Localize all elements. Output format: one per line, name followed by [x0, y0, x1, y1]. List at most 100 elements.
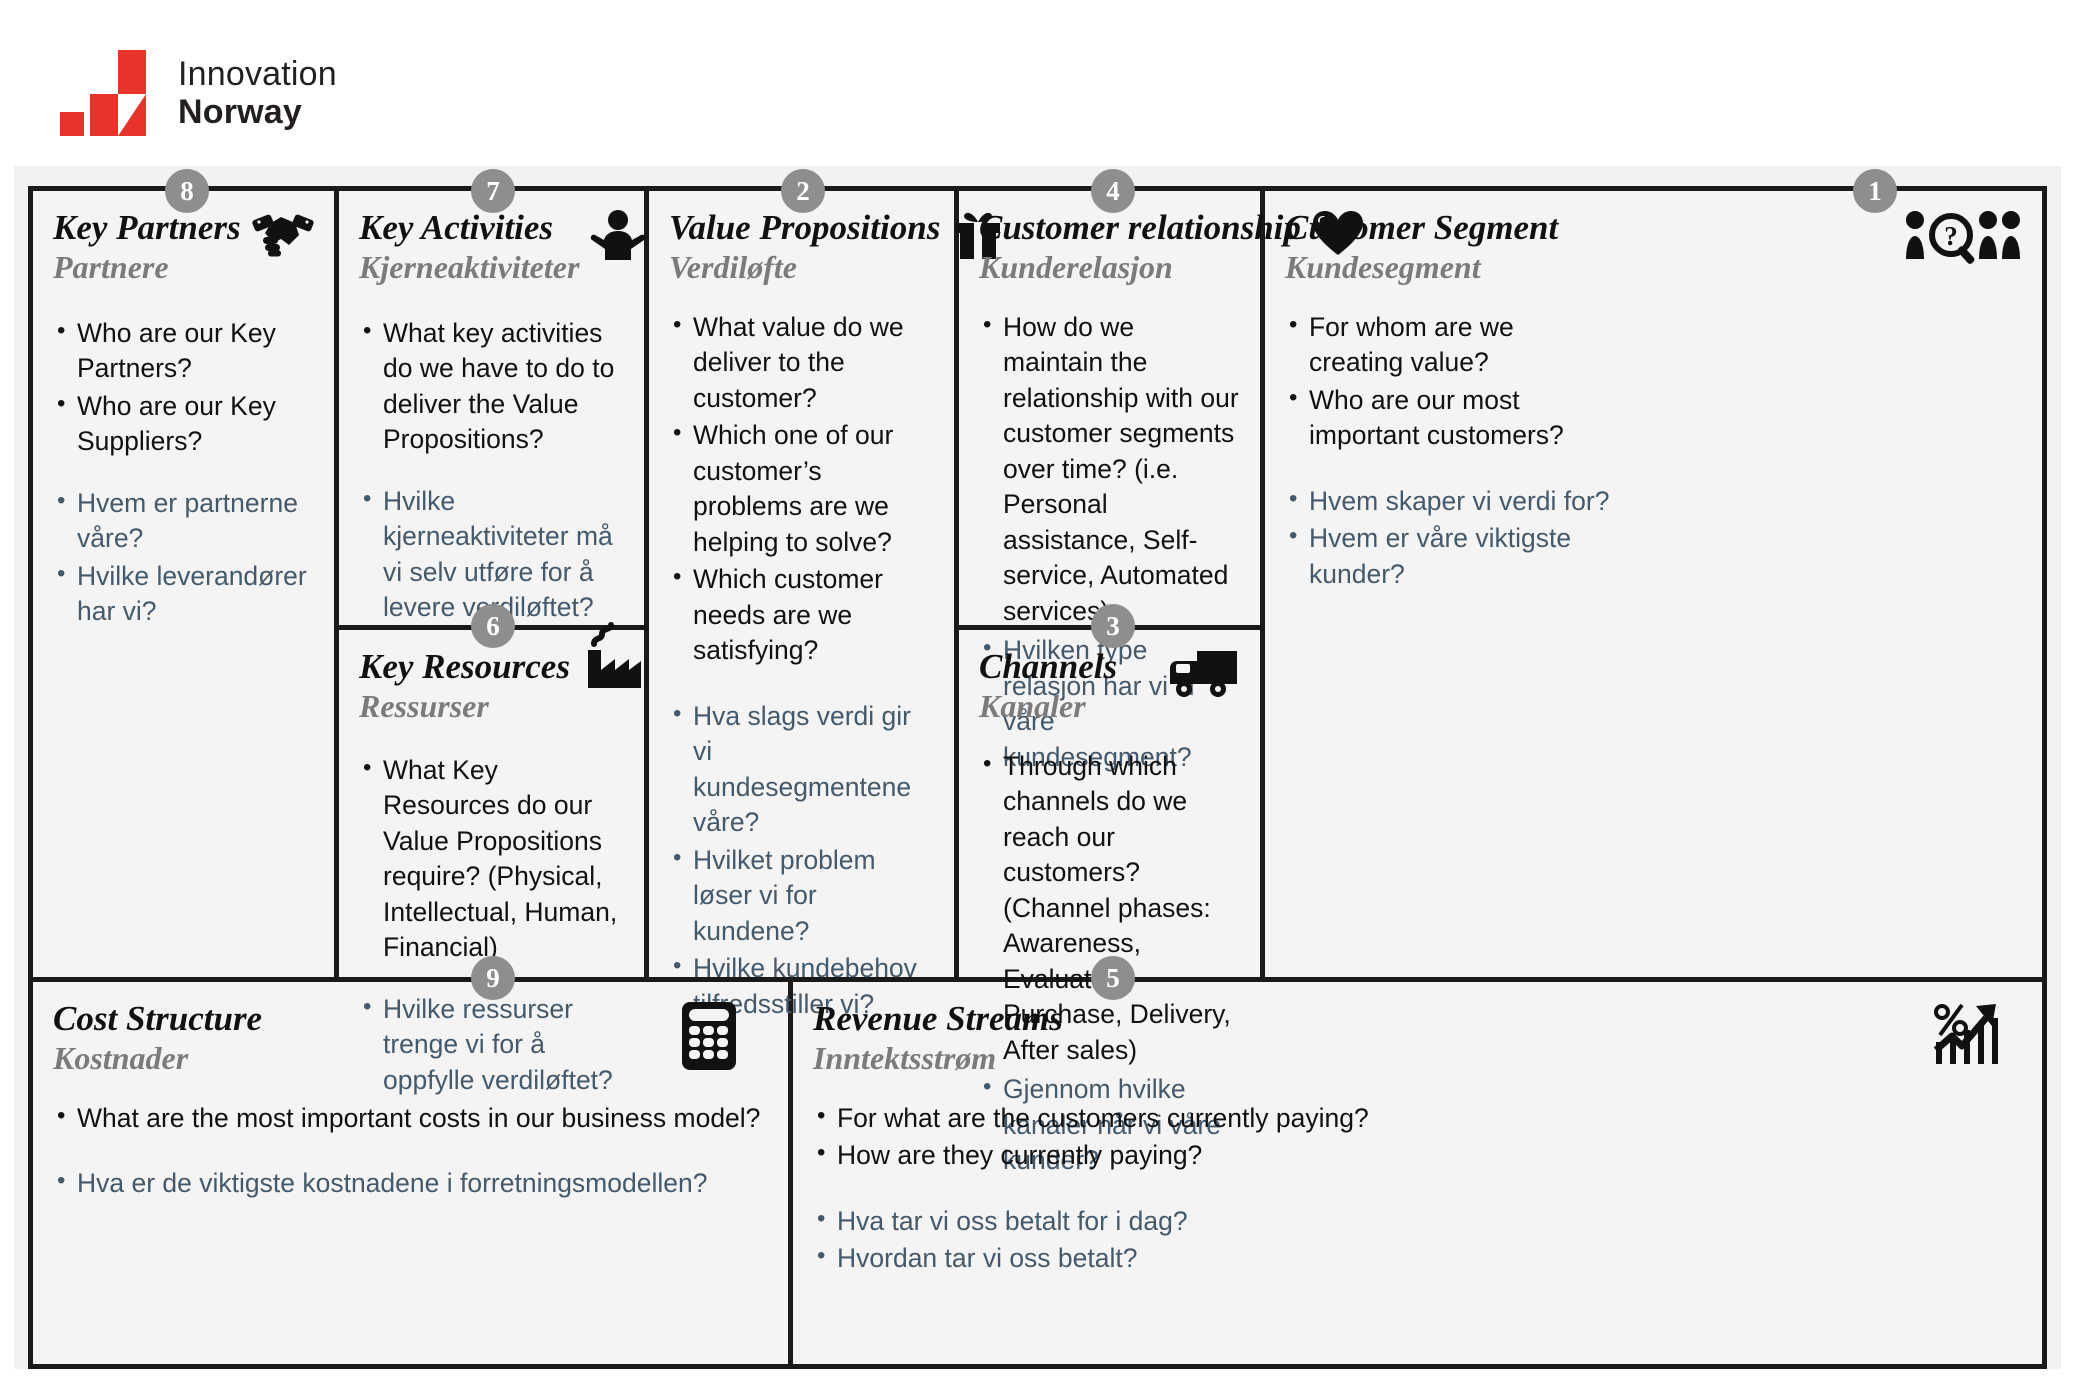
badge-customer-relationship: 4 [1091, 169, 1135, 213]
block-title-en: Key Activities [359, 208, 554, 247]
english-questions: How do we maintain the relationship with… [979, 309, 1240, 630]
english-questions: What Key Resources do our Value Proposit… [359, 752, 624, 966]
badge-revenue-streams: 5 [1091, 956, 1135, 1000]
english-questions: What key activities do we have to do to … [359, 315, 624, 458]
badge-key-activities: 7 [471, 169, 515, 213]
badge-value-propositions: 2 [781, 169, 825, 213]
list-item: For what are the customers currently pay… [813, 1100, 2022, 1137]
innovation-norway-logo: Innovation Norway [60, 50, 337, 136]
factory-icon [580, 622, 644, 694]
block-title-en: Key Partners [53, 208, 241, 247]
norwegian-questions: Hva er de viktigste kostnadene i forretn… [53, 1165, 768, 1202]
block-key-activities[interactable]: Key Activities Kjerneaktiviteter What [339, 191, 647, 625]
badge-number: 5 [1106, 962, 1120, 993]
divider-col-2 [644, 191, 649, 977]
list-item: Hva slags verdi gir vi kundesegmentene v… [669, 698, 934, 841]
list-item: Hvordan tar vi oss betalt? [813, 1240, 2022, 1277]
list-item: Hvem er våre viktigste kunder? [1285, 520, 1615, 592]
block-title-no: Inntektsstrøm [813, 1039, 997, 1076]
english-questions: What value do we deliver to the customer… [669, 309, 934, 669]
innovation-norway-mark-icon [60, 50, 156, 136]
list-item: Hvilke leverandører har vi? [53, 558, 314, 630]
delivery-truck-icon [1164, 648, 1240, 698]
list-item: Through which channels do we reach our c… [979, 748, 1240, 1069]
block-customer-relationship[interactable]: Customer relationship Kunderelasjon How … [959, 191, 1363, 772]
list-item: Hvem skaper vi verdi for? [1285, 483, 1615, 520]
list-item: What are the most important costs in our… [53, 1100, 768, 1137]
block-key-partners[interactable]: Key Partners Partnere [33, 191, 334, 977]
english-questions: For what are the customers currently pay… [813, 1100, 2022, 1174]
block-title-en: Value Propositions [669, 208, 941, 247]
revenue-growth-icon [1930, 1000, 2006, 1066]
badge-number: 3 [1106, 610, 1120, 641]
block-key-resources[interactable]: Key Resources Ressurser [339, 622, 644, 1095]
badge-number: 6 [486, 610, 500, 641]
heart-icon [1311, 209, 1365, 257]
list-item: What key activities do we have to do to … [359, 315, 624, 458]
calculator-icon [680, 1000, 738, 1072]
badge-number: 1 [1868, 175, 1882, 206]
badge-number: 7 [486, 175, 500, 206]
divider-col-4 [1260, 191, 1265, 977]
badge-number: 4 [1106, 175, 1120, 206]
block-title-no: Kostnader [53, 1039, 189, 1076]
list-item: How are they currently paying? [813, 1137, 2022, 1174]
norwegian-questions: Hvilke ressurser trenge vi for å oppfyll… [359, 991, 624, 1099]
english-questions: What are the most important costs in our… [53, 1100, 768, 1137]
block-title-no: Kundesegment [1285, 248, 1481, 285]
block-cost-structure[interactable]: Cost Structure Kostnader [33, 982, 788, 1364]
list-item: Hvilke kundebehov tilfredsstiller vi? [669, 950, 934, 1022]
canvas-grid: 8 7 2 4 1 6 3 9 5 Key Partners Partnere [28, 169, 2047, 1369]
block-title-en: Key Resources [359, 647, 570, 686]
block-title-no: Kanaler [979, 687, 1086, 724]
block-value-propositions[interactable]: Value Propositions Verdiløfte [649, 191, 1001, 1019]
badge-customer-segment: 1 [1853, 169, 1897, 213]
norwegian-questions: Hva slags verdi gir vi kundesegmentene v… [669, 698, 934, 1023]
english-questions: Through which channels do we reach our c… [979, 748, 1240, 1069]
block-title-no: Kjerneaktiviteter [359, 248, 580, 285]
list-item: Who are our Key Suppliers? [53, 388, 314, 460]
svg-text:?: ? [1944, 221, 1958, 251]
list-item: How do we maintain the relationship with… [979, 309, 1240, 630]
list-item: For whom are we creating value? [1285, 309, 1615, 381]
block-title-no: Ressurser [359, 687, 489, 724]
gift-icon [950, 209, 1006, 261]
list-item: Who are our Key Partners? [53, 315, 314, 387]
block-title-no: Partnere [53, 248, 169, 285]
block-title-en: Channels [979, 647, 1118, 686]
list-item: What value do we deliver to the customer… [669, 309, 934, 417]
block-revenue-streams[interactable]: Revenue Streams Inntektsstrøm [793, 982, 2042, 1364]
handshake-icon [251, 209, 315, 259]
canvas-container: 8 7 2 4 1 6 3 9 5 Key Partners Partnere [14, 166, 2061, 1369]
block-title-en: Customer Segment [1285, 208, 1559, 247]
badge-number: 2 [796, 175, 810, 206]
logo-line-norway: Norway [178, 93, 303, 131]
divider-bottom-col [788, 977, 793, 1364]
list-item: Hvem er partnerne våre? [53, 485, 314, 557]
block-channels[interactable]: Channels Kanaler [959, 630, 1260, 1175]
english-questions: For whom are we creating value? Who are … [1285, 309, 1615, 454]
badge-key-partners: 8 [165, 169, 209, 213]
list-item: Hvilke ressurser trenge vi for å oppfyll… [359, 991, 624, 1099]
norwegian-questions: Hvem er partnerne våre? Hvilke leverandø… [53, 485, 314, 630]
list-item: Hvilket problem løser vi for kundene? [669, 842, 934, 950]
norwegian-questions: Hvem skaper vi verdi for? Hvem er våre v… [1285, 483, 1615, 593]
badge-cost-structure: 9 [471, 956, 515, 1000]
list-item: Which customer needs are we satisfying? [669, 561, 934, 669]
logo-line-innovation: Innovation [178, 54, 337, 93]
block-title-no: Verdiløfte [669, 248, 797, 285]
block-title-en: Cost Structure [53, 999, 263, 1038]
block-customer-segment[interactable]: Customer Segment Kundesegment ? [1265, 191, 2042, 977]
badge-channels: 3 [1091, 604, 1135, 648]
list-item: Who are our most important customers? [1285, 382, 1615, 454]
list-item: Which one of our customer’s problems are… [669, 417, 934, 560]
divider-col-1 [334, 191, 339, 977]
badge-number: 9 [486, 962, 500, 993]
customer-segment-icon: ? [1904, 209, 2022, 265]
list-item: What Key Resources do our Value Proposit… [359, 752, 624, 966]
badge-key-resources: 6 [471, 604, 515, 648]
badge-number: 8 [180, 175, 194, 206]
person-arms-out-icon [589, 209, 647, 261]
divider-col-3 [954, 191, 959, 977]
english-questions: Who are our Key Partners? Who are our Ke… [53, 315, 314, 460]
